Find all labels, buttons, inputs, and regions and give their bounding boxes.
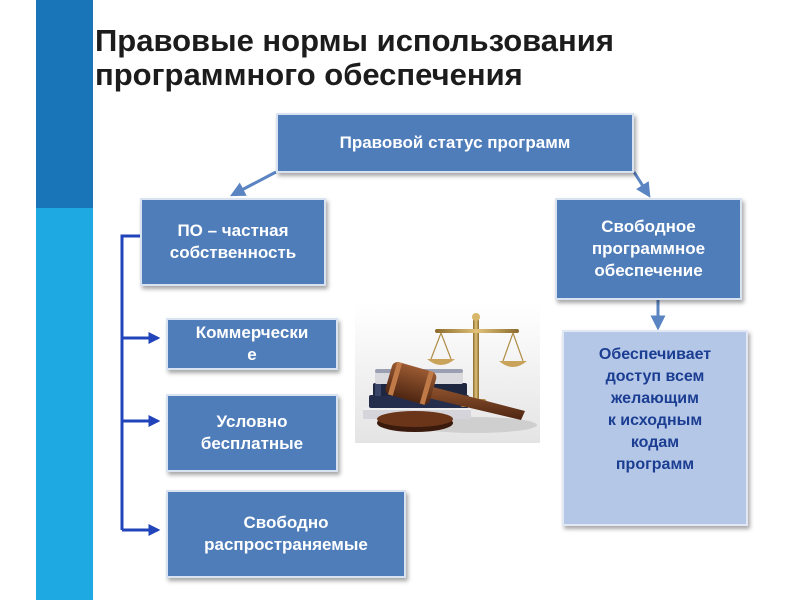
title-line-2: программного обеспечения — [95, 57, 523, 92]
freeware-node: Свободно распространяемые — [166, 490, 406, 578]
note-line-3: желающим — [611, 390, 699, 407]
shareware-label-1: Условно — [216, 412, 288, 431]
source-access-note: Обеспечивает доступ всем желающим к исхо… — [562, 330, 748, 526]
free-software-label-2: программное — [591, 239, 706, 258]
note-line-5: кодам — [630, 434, 680, 451]
commercial-label-1: Коммерчески — [195, 323, 309, 342]
title-line-1: Правовые нормы использования — [95, 23, 614, 58]
gavel-and-scales-icon — [355, 303, 540, 443]
proprietary-node: ПО – частная собственность — [140, 198, 326, 286]
decor-strip-dark — [36, 0, 93, 208]
free-software-node: Свободное программное обеспечение — [555, 198, 742, 300]
shareware-label-2: бесплатные — [200, 434, 304, 453]
bracket-line — [120, 234, 140, 530]
shareware-node: Условно бесплатные — [166, 394, 338, 472]
decor-strip-light — [36, 208, 93, 600]
note-line-1: Обеспечивает — [598, 346, 712, 363]
freeware-label-2: распространяемые — [204, 535, 368, 554]
free-software-label-1: Свободное — [601, 217, 696, 236]
commercial-label-2: е — [247, 345, 257, 364]
free-software-label-3: обеспечение — [594, 261, 703, 280]
note-line-2: доступ всем — [605, 368, 705, 385]
page-title: Правовые нормы использования программног… — [95, 24, 785, 92]
note-line-6: программ — [615, 456, 695, 473]
root-node: Правовой статус программ — [276, 113, 634, 173]
arrow-to-right — [632, 171, 651, 198]
note-line-4: к исходным — [607, 412, 703, 429]
proprietary-label-1: ПО – частная — [177, 221, 289, 240]
arrow-to-left — [230, 170, 277, 197]
root-node-label: Правовой статус программ — [339, 133, 571, 152]
freeware-label-1: Свободно — [243, 513, 329, 532]
proprietary-label-2: собственность — [169, 243, 297, 262]
commercial-node: Коммерчески е — [166, 318, 338, 370]
